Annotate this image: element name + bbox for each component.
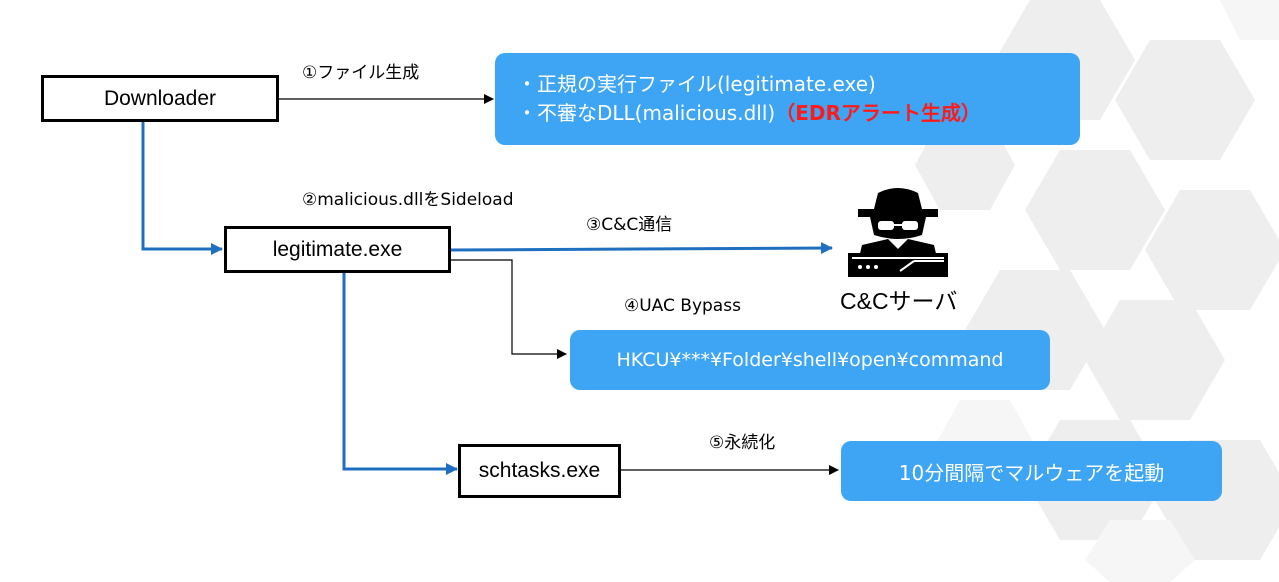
edr-alert-text: （EDRアラート生成） bbox=[775, 101, 981, 125]
dropped-file-malicious: ・不審なDLL(malicious.dll)（EDRアラート生成） bbox=[517, 101, 981, 125]
downloader-node: Downloader bbox=[41, 75, 279, 122]
arrow-to-schtasks bbox=[342, 270, 458, 475]
hacker-server-icon bbox=[848, 188, 948, 277]
cc-server-label: C&Cサーバ bbox=[840, 288, 958, 314]
step-4-label: ④UAC Bypass bbox=[624, 296, 741, 316]
step-5-label: ⑤永続化 bbox=[709, 433, 776, 453]
schtasks-exe-label: schtasks.exe bbox=[478, 459, 601, 482]
registry-key-box: HKCU¥***¥Folder¥shell¥open¥command bbox=[570, 330, 1050, 390]
dropped-files-box: ・正規の実行ファイル(legitimate.exe) ・不審なDLL(malic… bbox=[495, 53, 1080, 145]
arrow-uac-bypass bbox=[450, 259, 567, 359]
registry-key-text: HKCU¥***¥Folder¥shell¥open¥command bbox=[616, 349, 1004, 371]
persistence-text: 10分間隔でマルウェアを起動 bbox=[898, 460, 1165, 485]
legitimate-exe-label: legitimate.exe bbox=[272, 237, 403, 261]
step-3-label: ③C&C通信 bbox=[586, 215, 673, 235]
step-2-label: ②malicious.dllをSideload bbox=[302, 190, 514, 210]
arrow-cc-communication bbox=[449, 242, 833, 255]
downloader-label: Downloader bbox=[103, 86, 217, 110]
arrow-sideload bbox=[141, 118, 223, 255]
legitimate-exe-node: legitimate.exe bbox=[224, 226, 451, 273]
schtasks-exe-node: schtasks.exe bbox=[458, 444, 621, 498]
persistence-box: 10分間隔でマルウェアを起動 bbox=[841, 441, 1222, 501]
step-1-label: ①ファイル生成 bbox=[302, 63, 420, 83]
dropped-file-legitimate: ・正規の実行ファイル(legitimate.exe) bbox=[517, 72, 876, 96]
